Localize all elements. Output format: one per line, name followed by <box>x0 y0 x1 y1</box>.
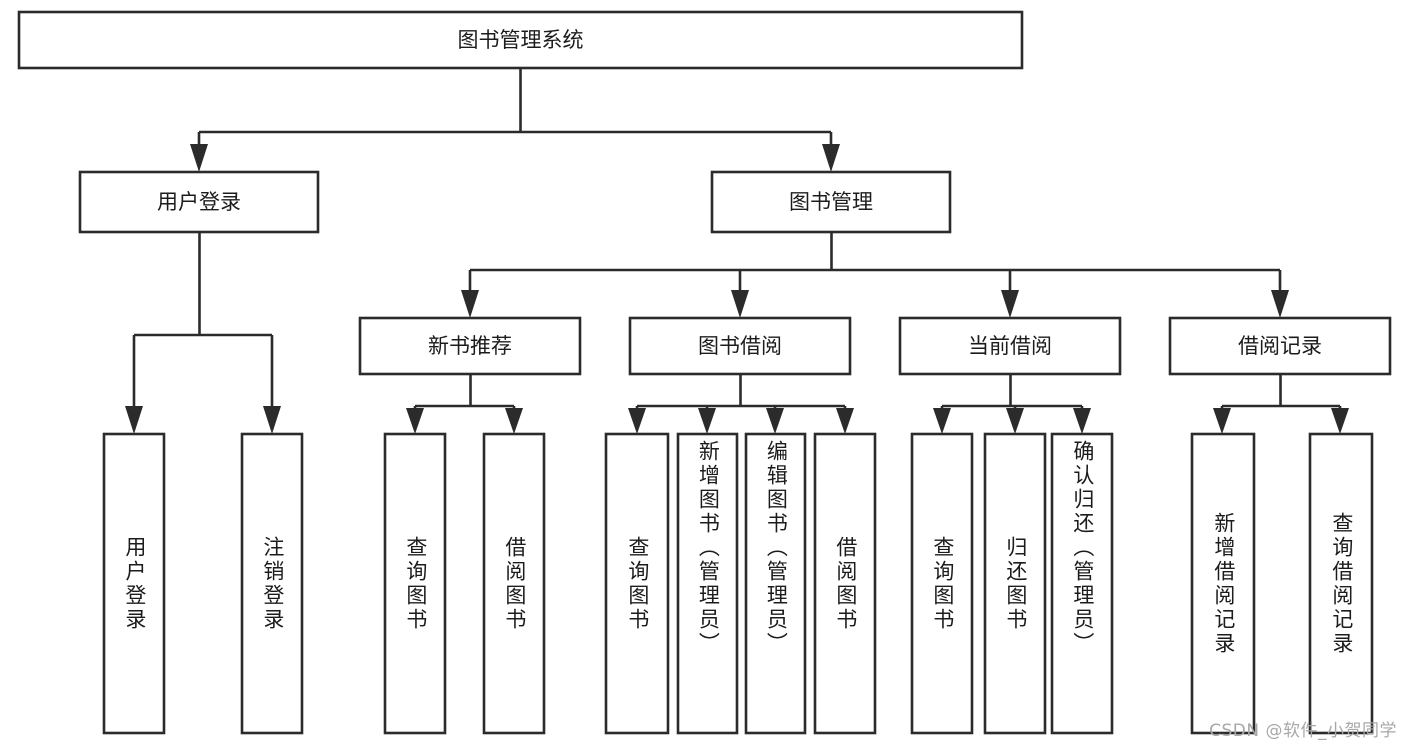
node-leaf-borrow-books-rec[interactable] <box>482 432 546 735</box>
arrow-head-new-book-recommend <box>461 290 479 318</box>
arrow-head-leaf-confirm-return-admin <box>1073 408 1091 434</box>
arrow-head-leaf-query-books-current <box>933 408 951 434</box>
arrow-head-leaf-query-borrow-record <box>1331 408 1349 434</box>
node-current-borrow[interactable] <box>898 316 1122 376</box>
arrow-head-leaf-edit-book-admin <box>766 408 784 434</box>
node-book-management-label: 图书管理 <box>789 190 873 214</box>
arrow-head-leaf-query-books-rec <box>406 408 424 434</box>
node-root[interactable] <box>17 10 1024 70</box>
node-leaf-query-books-current[interactable] <box>910 432 974 735</box>
node-leaf-add-borrow-record[interactable] <box>1190 432 1256 735</box>
arrow-head-leaf-add-borrow-record <box>1213 408 1231 434</box>
arrow-head-user-login <box>190 144 208 172</box>
arrow-head-leaf-borrow-books-rec <box>505 408 523 434</box>
node-new-book-recommend[interactable] <box>358 316 582 376</box>
node-leaf-query-borrow-record[interactable] <box>1308 432 1374 735</box>
node-leaf-return-books[interactable] <box>983 432 1047 735</box>
node-current-borrow-label: 当前借阅 <box>968 334 1052 358</box>
arrow-head-book-borrow <box>731 290 749 318</box>
arrow-head-current-borrow <box>1001 290 1019 318</box>
node-borrow-record-label: 借阅记录 <box>1238 334 1322 358</box>
node-leaf-query-books-borrow[interactable] <box>604 432 670 735</box>
node-leaf-user-login[interactable] <box>102 432 166 735</box>
arrow-head-book-management <box>822 144 840 172</box>
node-leaf-query-books-rec[interactable] <box>383 432 447 735</box>
edges-layer <box>125 68 1349 434</box>
node-book-management[interactable] <box>710 170 952 234</box>
node-leaf-add-book-admin[interactable] <box>676 432 739 735</box>
node-user-login-label: 用户登录 <box>157 190 241 214</box>
node-leaf-confirm-return-admin[interactable] <box>1050 432 1114 735</box>
arrow-head-borrow-record <box>1271 290 1289 318</box>
nodes-layer: 图书管理系统 用户登录 图书管理 新书推荐 图书借阅 当前借阅 借阅记录 <box>17 10 1392 735</box>
node-user-login[interactable] <box>78 170 320 234</box>
node-root-label: 图书管理系统 <box>458 28 584 52</box>
node-leaf-logout[interactable] <box>240 432 304 735</box>
node-leaf-borrow-books[interactable] <box>813 432 877 735</box>
arrow-head-leaf-user-login <box>125 406 143 434</box>
node-leaf-edit-book-admin[interactable] <box>744 432 807 735</box>
arrow-head-leaf-logout <box>263 406 281 434</box>
node-book-borrow[interactable] <box>628 316 852 376</box>
arrow-head-leaf-add-book-admin <box>698 408 716 434</box>
node-book-borrow-label: 图书借阅 <box>698 334 782 358</box>
arrow-head-leaf-borrow-books <box>836 408 854 434</box>
arrow-head-leaf-query-books-borrow <box>628 408 646 434</box>
arrow-head-leaf-return-books <box>1006 408 1024 434</box>
node-borrow-record[interactable] <box>1168 316 1392 376</box>
node-new-book-recommend-label: 新书推荐 <box>428 334 512 358</box>
